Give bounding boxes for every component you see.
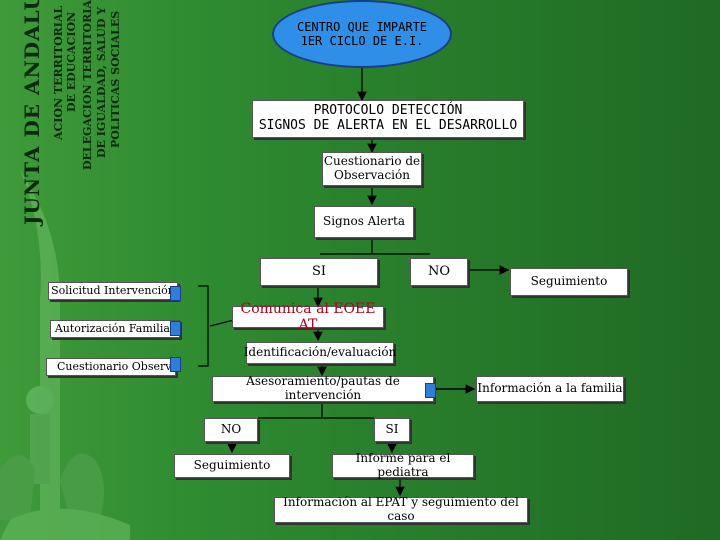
protocolo-line-2: SIGNOS DE ALERTA EN EL DESARROLLO: [258, 118, 518, 133]
cuestionario-line-2: Observación: [334, 168, 410, 182]
identificacion-label: Identificación/evaluación: [243, 345, 397, 360]
no-bottom-label: NO: [220, 422, 242, 437]
cuestionario-obs-label: Cuestionario Observación: [57, 359, 175, 373]
signos-alerta-box: Signos Alerta: [314, 206, 414, 238]
cuestionario-box: Cuestionario de Observación: [322, 152, 422, 186]
informacion-epat-box: Información al EPAT y seguimiento del ca…: [274, 495, 528, 523]
si-box: SI: [260, 258, 378, 286]
asesoramiento-label: Asesoramiento/pautas de intervención: [246, 374, 400, 402]
si-bottom-box: SI: [374, 418, 410, 442]
no-bottom-box: NO: [204, 418, 258, 442]
seguimiento-bottom-label: Seguimiento: [193, 458, 271, 473]
cuestionario-obs-box: Cuestionario Observación: [46, 358, 176, 376]
seguimiento-top-box: Seguimiento: [510, 268, 628, 296]
centro-line-1: CENTRO QUE IMPARTE: [296, 20, 428, 34]
no-label: NO: [427, 263, 451, 279]
cuestionario-line-1: Cuestionario de: [323, 154, 421, 169]
informacion-familia-label: Información a la familia: [477, 381, 623, 396]
si-bottom-label: SI: [385, 422, 399, 437]
informacion-familia-box: Información a la familia: [476, 376, 624, 402]
comunica-label: Comunica al EOEE AT: [240, 300, 376, 333]
identificacion-box: Identificación/evaluación: [243, 342, 397, 364]
informe-box: Informe para el pediatra: [332, 451, 474, 479]
andalucia-emblem-icon: [0, 170, 130, 540]
autorizacion-box: Autorización Familiar: [50, 320, 180, 338]
si-label: SI: [311, 263, 327, 279]
autorizacion-label: Autorización Familiar: [54, 321, 176, 335]
solicitud-box: Solicitud Intervención: [48, 282, 178, 300]
cuestionario-obs-marker-icon: [170, 357, 181, 372]
asesoramiento-marker-icon: [425, 383, 436, 398]
no-box: NO: [410, 258, 468, 286]
comunica-box: Comunica al EOEE AT: [232, 301, 384, 333]
solicitud-label: Solicitud Intervención: [51, 283, 175, 297]
informe-label: Informe para el pediatra: [355, 451, 451, 479]
centro-line-2: 1ER CICLO DE E.I.: [300, 34, 424, 48]
autorizacion-marker-icon: [170, 321, 181, 336]
protocolo-line-1: PROTOCOLO DETECCIÓN: [313, 103, 463, 119]
seguimiento-bottom-box: Seguimiento: [174, 454, 290, 478]
asesoramiento-box: Asesoramiento/pautas de intervención: [212, 374, 434, 402]
protocolo-box: PROTOCOLO DETECCIÓN SIGNOS DE ALERTA EN …: [252, 100, 524, 138]
informacion-epat-label: Información al EPAT y seguimiento del ca…: [283, 495, 519, 523]
signos-alerta-label: Signos Alerta: [323, 214, 405, 229]
seguimiento-top-label: Seguimiento: [530, 274, 608, 289]
centro-ellipse: CENTRO QUE IMPARTE 1ER CICLO DE E.I.: [272, 0, 452, 68]
solicitud-marker-icon: [170, 286, 181, 301]
